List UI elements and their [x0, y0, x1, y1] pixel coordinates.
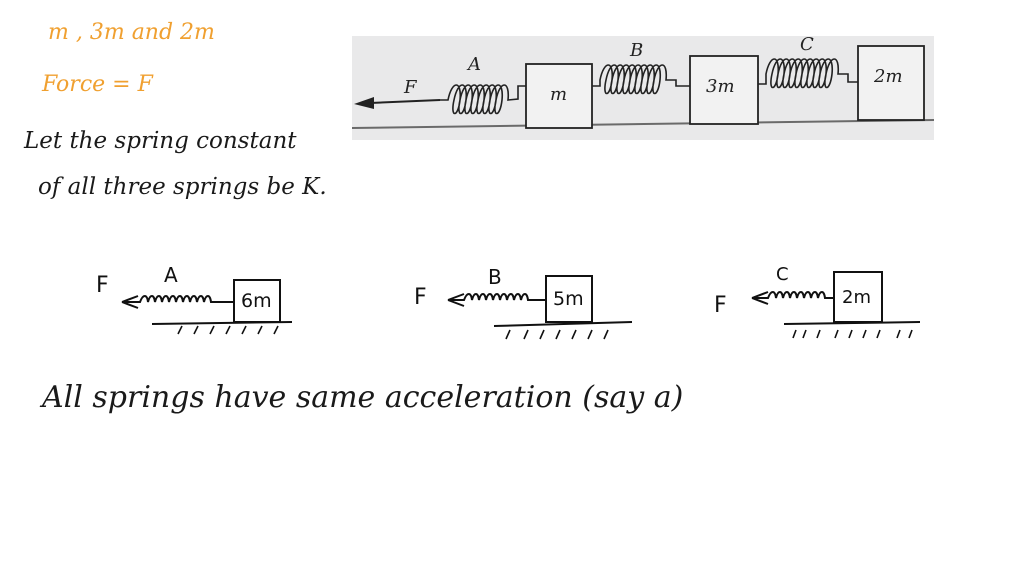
- force-arrow: [369, 99, 441, 104]
- textbook-figure: F A m B 3m C 2m: [351, 34, 935, 140]
- block-3m: [689, 55, 759, 125]
- block-m: [525, 63, 593, 129]
- conclusion-note: All springs have same acceleration (say …: [42, 380, 684, 415]
- block-2m: [857, 45, 925, 121]
- fbd1-ground: [151, 321, 293, 325]
- free-body-sketch-1: F A 6m: [96, 263, 293, 335]
- block-m-label: m: [550, 84, 567, 105]
- block-3m-label: 3m: [706, 76, 735, 97]
- force-arrowhead: [354, 97, 374, 109]
- fbd2-hatch: [505, 329, 609, 340]
- fbd3-spring-label: C: [776, 264, 789, 285]
- spring-b: [592, 64, 690, 95]
- fbd1-spring-label: A: [164, 263, 178, 287]
- free-body-sketch-2: F B 5m: [414, 265, 633, 340]
- ground-line: [351, 119, 935, 129]
- fbd2-block: [545, 275, 593, 323]
- fbd3-ground: [783, 321, 921, 325]
- fbd2-spring-label: B: [488, 265, 502, 289]
- spring-b-label: B: [629, 40, 643, 61]
- force-label: F: [403, 77, 418, 98]
- force-note: Force = F: [42, 72, 153, 97]
- spring-c-label: C: [800, 34, 814, 55]
- masses-note: m , 3m and 2m: [48, 20, 215, 45]
- fbd3-hatch: [792, 329, 913, 339]
- fbd1-mass-label: 6m: [241, 290, 272, 312]
- fbd2-ground: [493, 321, 633, 327]
- fbd1-spring: [122, 295, 234, 303]
- fbd3-force-label: F: [714, 293, 727, 318]
- spring-c: [758, 58, 858, 89]
- fbd1-force-label: F: [96, 273, 109, 298]
- spring-constant-note-line1: Let the spring constant: [24, 128, 297, 154]
- fbd2-spring: [448, 293, 546, 301]
- spring-a-label: A: [466, 54, 481, 75]
- fbd3-mass-label: 2m: [842, 287, 871, 308]
- spring-constant-note-line2: of all three springs be K.: [38, 174, 327, 200]
- fbd2-mass-label: 5m: [553, 288, 584, 310]
- free-body-sketch-3: F C 2m: [714, 264, 921, 339]
- photo-background: [352, 36, 934, 140]
- fbd2-force-label: F: [414, 285, 427, 310]
- block-2m-label: 2m: [873, 66, 903, 87]
- fbd1-hatch: [177, 325, 279, 335]
- spring-a: [440, 84, 526, 115]
- fbd3-spring: [752, 291, 834, 299]
